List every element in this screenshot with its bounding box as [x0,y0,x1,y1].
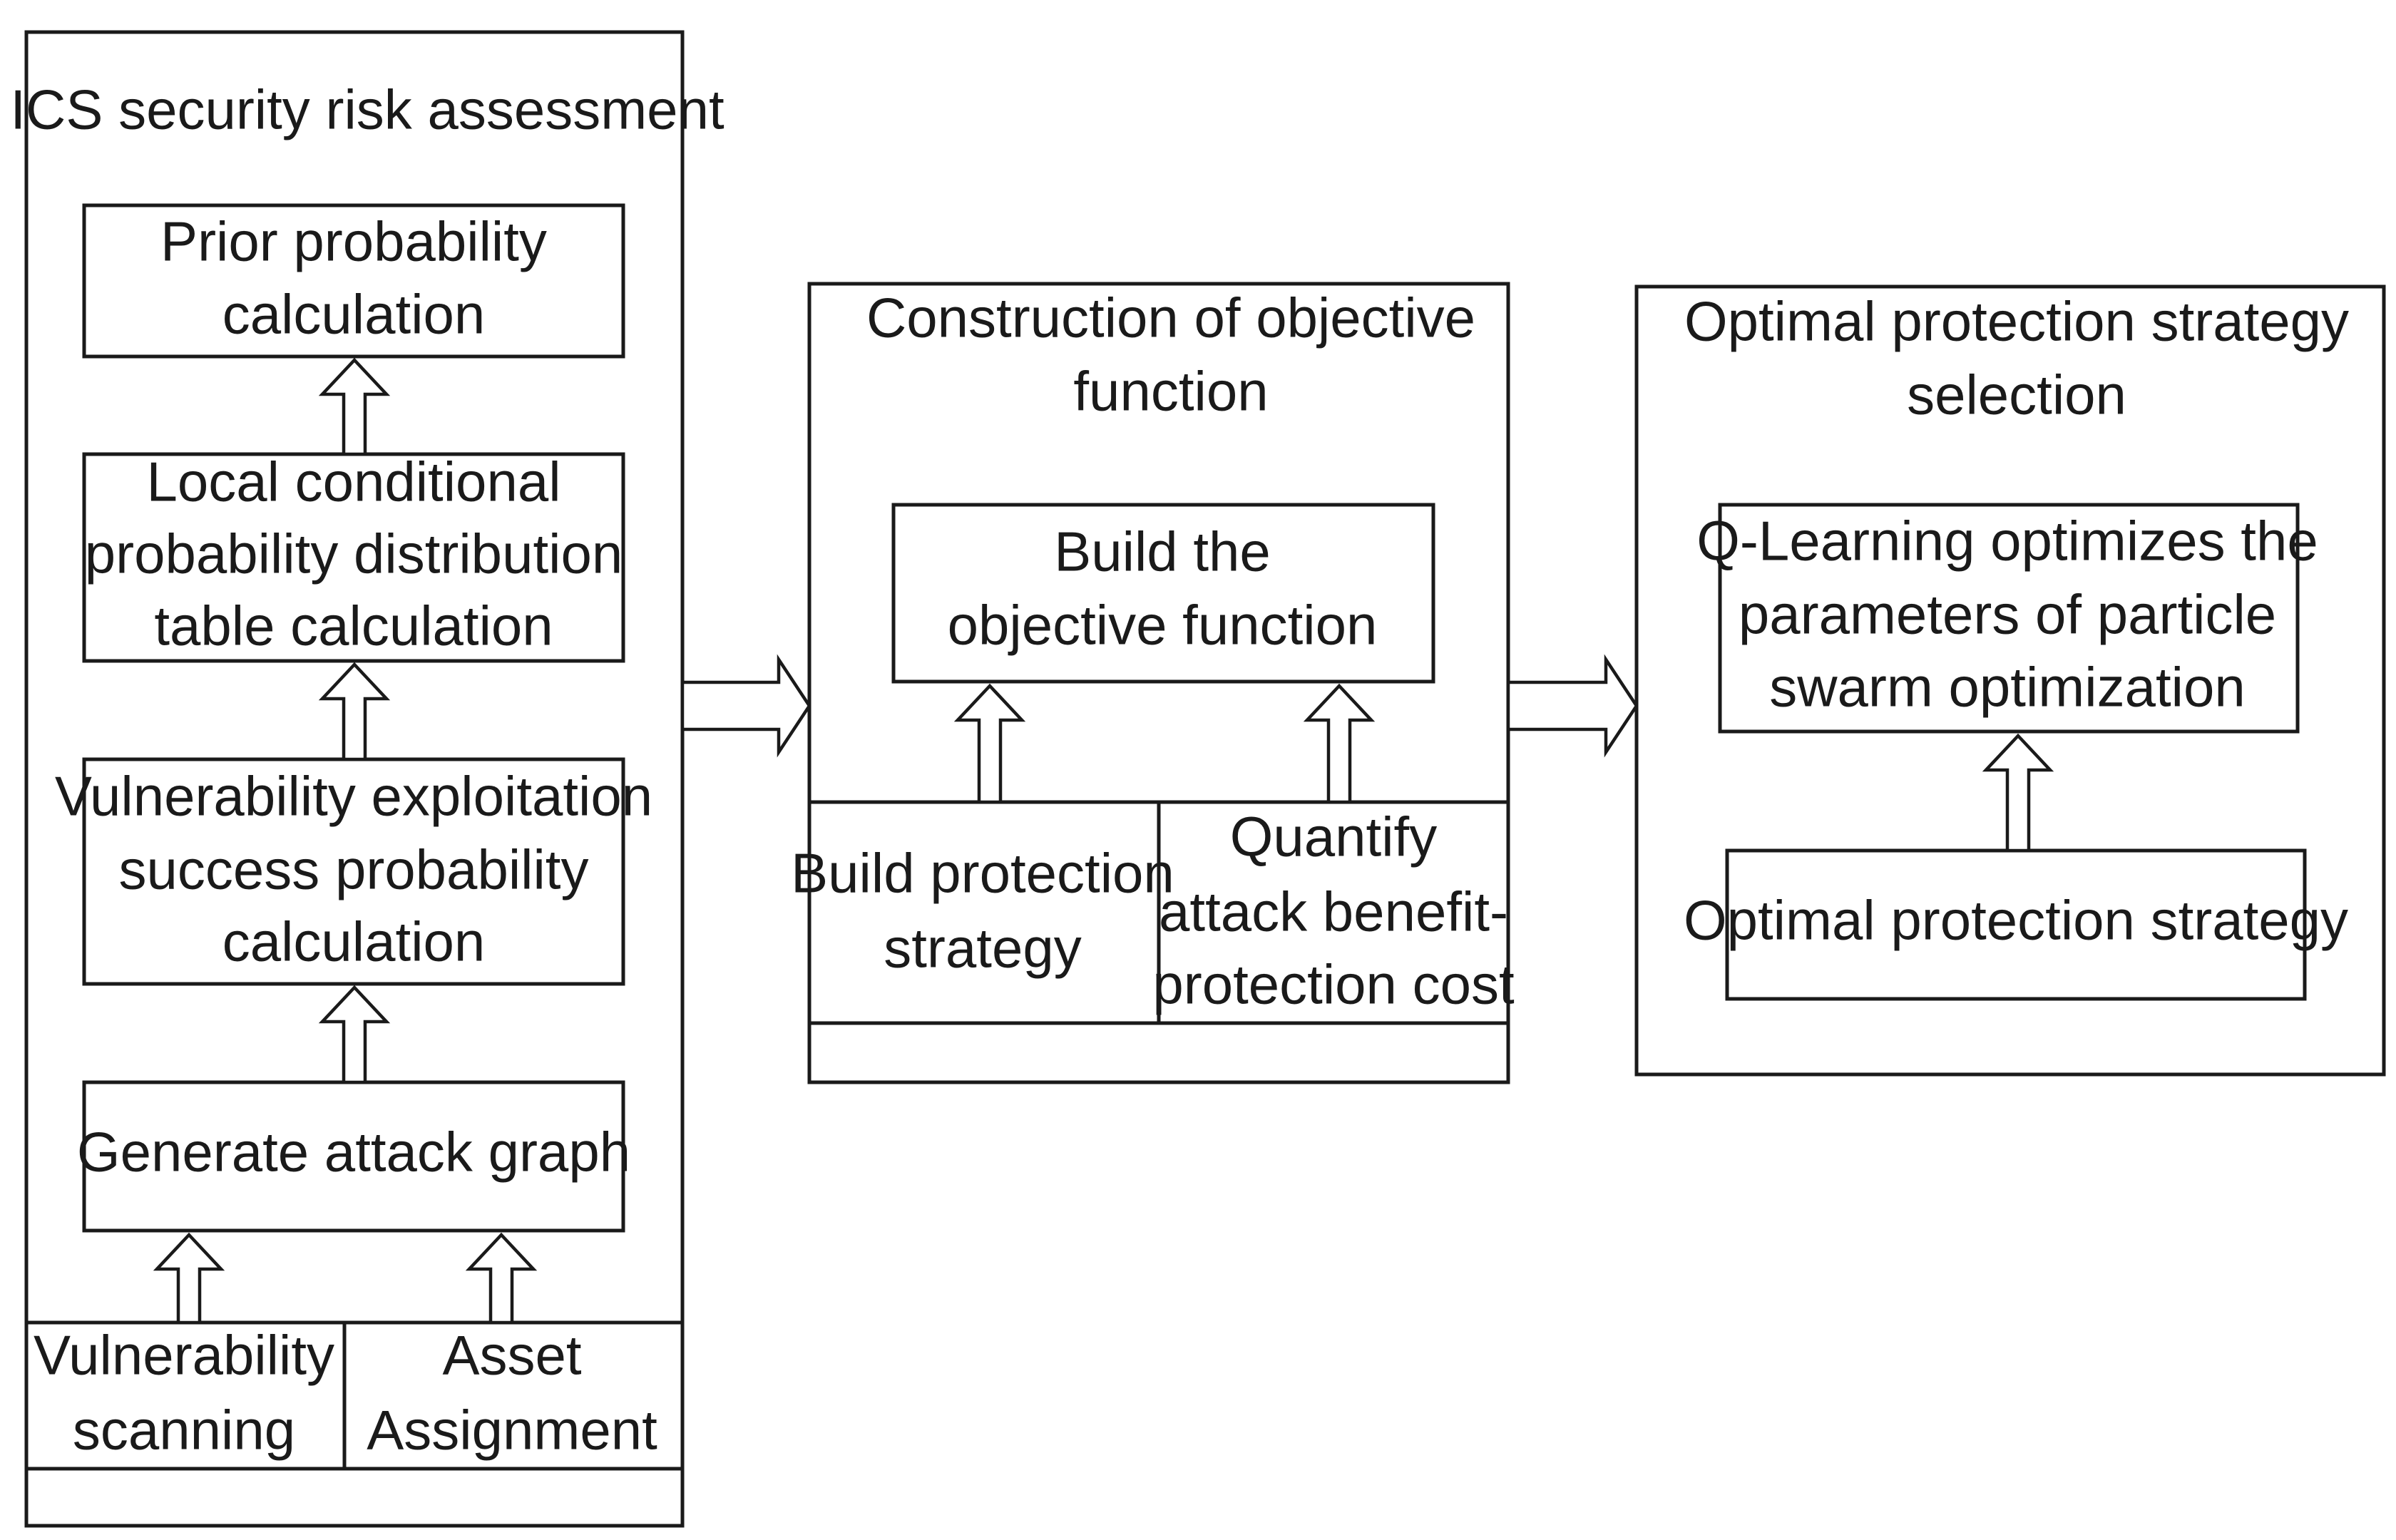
asset-assignment-label: Asset [442,1324,581,1387]
panel-selection-title: Optimal protection strategy [1684,290,2349,353]
local-conditional-label: Local conditional [146,451,560,513]
q-learning-box [1718,503,2300,734]
vuln-success-box [82,757,625,986]
attack-graph-box [82,1080,625,1233]
vulnerability-scanning-label: scanning [73,1399,295,1462]
panel-risk-title: ICS security risk assessment [10,78,725,141]
panel-objective-title: Construction of objective [866,287,1475,349]
q-learning-label: swarm optimization [1769,656,2246,719]
arrow-up-icon [1303,683,1376,804]
prior-probability-label: calculation [222,283,486,346]
panel-objective-title: function [1073,360,1268,423]
vuln-success-label: Vulnerability exploitation [55,765,652,828]
prior-probability-box [82,203,625,359]
build-objective-label: objective function [948,594,1378,657]
vuln-success-label: success probability [119,838,589,901]
quantify-benefit-cost-label: attack benefit- [1159,881,1508,943]
attack-graph-label: Generate attack graph [77,1121,630,1184]
optimal-strategy-label: Optimal protection strategy [1684,889,2348,952]
arrow-up-icon [318,662,391,761]
local-conditional-label: probability distribution [85,523,623,585]
q-learning-label: parameters of particle [1739,583,2276,646]
arrow-up-icon [153,1232,225,1325]
q-learning-label: Q-Learning optimizes the [1696,510,2318,573]
vulnerability-scanning-label: Vulnerability [34,1324,334,1387]
prior-probability-label: Prior probability [160,210,547,273]
build-objective-box [891,503,1435,684]
arrow-up-icon [318,985,391,1084]
panel-selection-title: selection [1907,364,2126,426]
build-protection-strategy-label: strategy [884,917,1081,980]
local-conditional-label: table calculation [154,595,553,657]
arrow-right-icon [680,654,812,758]
arrow-up-icon [1982,733,2054,853]
arrow-up-icon [953,683,1026,804]
vuln-success-label: calculation [222,910,486,973]
arrow-up-icon [465,1232,538,1325]
arrow-up-icon [318,357,391,456]
quantify-benefit-cost-label: Quantify [1230,806,1437,868]
asset-assignment-label: Assignment [367,1399,657,1462]
quantify-benefit-cost-label: protection cost [1152,953,1515,1016]
arrow-right-icon [1506,654,1639,758]
optimal-strategy-box [1725,848,2307,1001]
build-protection-strategy-label: Build protection [791,842,1174,905]
build-objective-label: Build the [1054,520,1271,583]
